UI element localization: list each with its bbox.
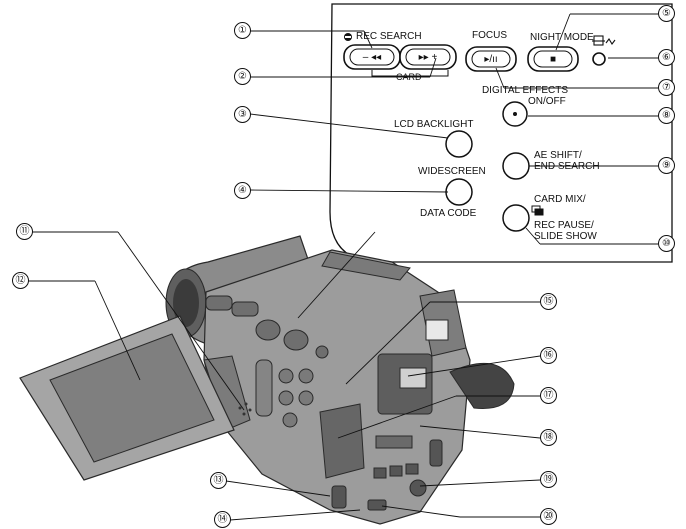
- fast-forward-glyph: ▸▸ +: [418, 52, 438, 63]
- night-mode-stop-button[interactable]: [527, 46, 579, 72]
- stop-glyph: ■: [549, 54, 557, 65]
- callout-10: ⑩: [658, 235, 675, 252]
- on-off-label: ON/OFF: [528, 96, 566, 107]
- callout-12: ⑫: [12, 272, 29, 289]
- focus-label: FOCUS: [472, 30, 507, 41]
- rec-search-label: REC SEARCH: [356, 31, 422, 42]
- ae-shift-label: AE SHIFT/: [534, 150, 582, 161]
- callout-20: ⑳: [540, 508, 557, 525]
- callout-14: ⑭: [214, 511, 231, 528]
- callout-17: ⑰: [540, 387, 557, 404]
- card-mix-button[interactable]: [502, 204, 530, 232]
- callout-6: ⑥: [658, 49, 675, 66]
- callout-3: ③: [234, 106, 251, 123]
- callout-18: ⑱: [540, 429, 557, 446]
- callout-8: ⑧: [658, 107, 675, 124]
- lcd-backlight-label: LCD BACKLIGHT: [394, 119, 474, 130]
- card-label: CARD: [396, 72, 422, 82]
- play-pause-glyph: ▸/ıı: [484, 54, 498, 65]
- data-code-label: DATA CODE: [420, 208, 477, 219]
- widescreen-button[interactable]: [445, 178, 473, 206]
- digital-effects-label: DIGITAL EFFECTS: [481, 85, 569, 96]
- callout-7: ⑦: [658, 79, 675, 96]
- callout-15: ⑮: [540, 293, 557, 310]
- widescreen-label: WIDESCREEN: [418, 166, 486, 177]
- rec-pause-label: REC PAUSE/: [534, 220, 594, 231]
- callout-2: ②: [234, 68, 251, 85]
- callout-1: ①: [234, 22, 251, 39]
- print-share-icon: [592, 35, 616, 46]
- rewind-glyph: – ◂◂: [362, 52, 382, 63]
- callout-13: ⑬: [210, 472, 227, 489]
- rec-search-forward-button[interactable]: [399, 44, 457, 70]
- card-bracket: [371, 70, 449, 77]
- card-icon: [344, 33, 352, 41]
- ae-shift-button[interactable]: [502, 152, 530, 180]
- lcd-backlight-button[interactable]: [445, 130, 473, 158]
- callout-9: ⑨: [658, 157, 675, 174]
- callout-5: ⑤: [658, 5, 675, 22]
- image-mix-icon: [531, 205, 544, 216]
- camcorder-illustration: [19, 235, 515, 525]
- callout-11: ⑪: [16, 223, 33, 240]
- slide-show-label: SLIDE SHOW: [534, 231, 597, 242]
- print-share-button[interactable]: [592, 52, 606, 66]
- card-mix-label: CARD MIX/: [534, 194, 586, 205]
- leader-lines: [28, 13, 658, 521]
- night-mode-label: NIGHT MODE: [530, 32, 594, 43]
- control-panel-outline: [329, 3, 673, 263]
- callout-4: ④: [234, 182, 251, 199]
- callout-19: ⑲: [540, 471, 557, 488]
- focus-play-pause-button[interactable]: [465, 46, 517, 72]
- end-search-label: END SEARCH: [534, 161, 600, 172]
- callout-16: ⑯: [540, 347, 557, 364]
